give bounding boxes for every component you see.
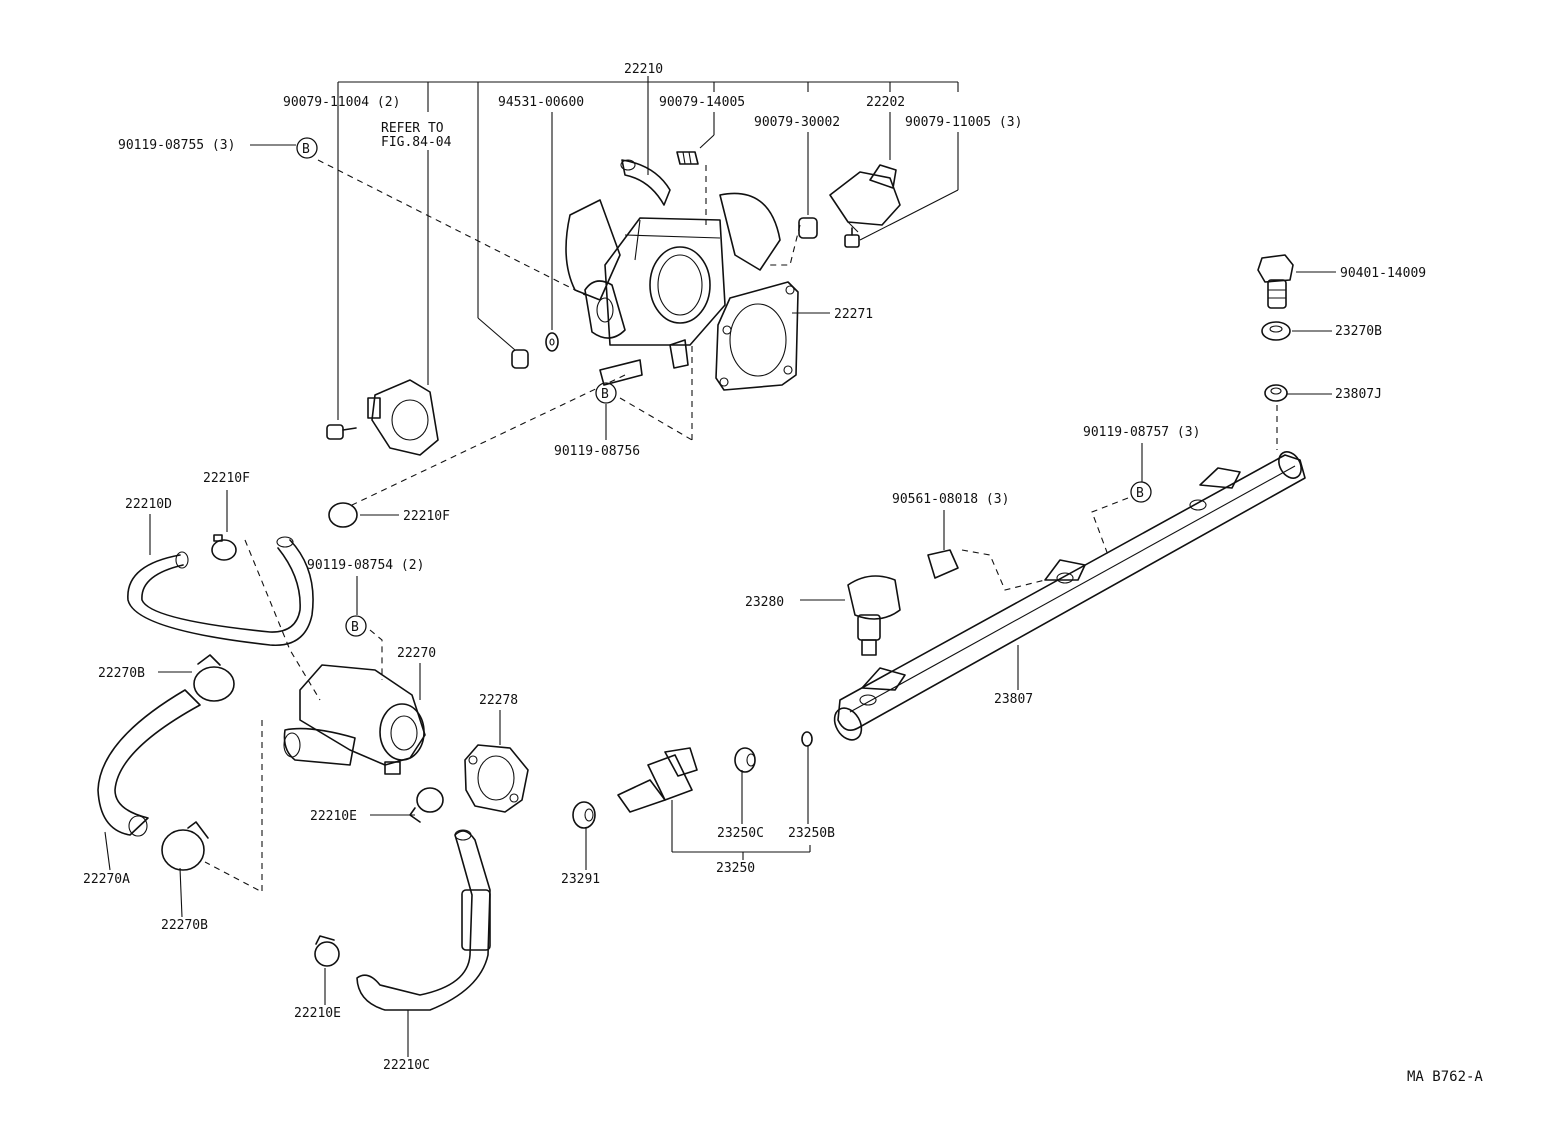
label-22210e-bottom: 22210E <box>294 1006 341 1021</box>
label-94531-00600: 94531-00600 <box>498 95 584 110</box>
grommet-23291 <box>572 801 596 829</box>
insulator-23250c <box>734 747 756 773</box>
label-22278: 22278 <box>479 693 518 708</box>
label-23807: 23807 <box>994 692 1033 707</box>
label-90119-08755: 90119-08755 (3) <box>118 138 235 153</box>
label-23280: 23280 <box>745 595 784 610</box>
label-22210d: 22210D <box>125 497 172 512</box>
label-23250b: 23250B <box>788 826 835 841</box>
label-22270: 22270 <box>397 646 436 661</box>
label-90079-11004: 90079-11004 (2) <box>283 95 400 110</box>
clip-22210f-top <box>211 534 237 561</box>
nut-90079-30002 <box>798 217 818 239</box>
pressure-regulator-23280 <box>847 575 901 656</box>
label-22210e-top: 22210E <box>310 809 357 824</box>
throttle-position-sensor-22202 <box>829 164 901 233</box>
clip-22270b-bottom <box>161 821 209 871</box>
label-22210: 22210 <box>624 62 663 77</box>
label-90079-11005: 90079-11005 (3) <box>905 115 1022 130</box>
label-refer-to: REFER TO <box>381 121 444 136</box>
label-22210c: 22210C <box>383 1058 430 1073</box>
svg-text:B: B <box>302 142 310 157</box>
hose-22270a <box>97 689 201 837</box>
washer-94531-00600 <box>545 332 559 352</box>
label-22270b-top: 22270B <box>98 666 145 681</box>
hose-22210c <box>356 829 491 1011</box>
figure-reference: MA B762-A <box>1407 1069 1483 1085</box>
label-23270b: 23270B <box>1335 324 1382 339</box>
o-ring-23250b <box>801 731 813 747</box>
nut-90079-11004 <box>511 349 529 369</box>
screw-90079-14005 <box>676 151 699 165</box>
label-22270a: 22270A <box>83 872 130 887</box>
label-22270b-bottom: 22270B <box>161 918 208 933</box>
union-bolt-90401-14009 <box>1257 254 1294 309</box>
leader-lines <box>104 112 1336 1057</box>
bubble-b-90119-08756: B <box>595 382 617 404</box>
label-22210f-right: 22210F <box>403 509 450 524</box>
svg-text:B: B <box>1136 486 1144 501</box>
label-22210f-top: 22210F <box>203 471 250 486</box>
gasket-23270b <box>1261 321 1291 341</box>
label-22202: 22202 <box>866 95 905 110</box>
label-90561-08018: 90561-08018 (3) <box>892 492 1009 507</box>
label-90079-14005: 90079-14005 <box>659 95 745 110</box>
bracket-22210 <box>337 76 959 420</box>
bubble-b-90119-08757: B <box>1130 481 1152 503</box>
svg-text:B: B <box>351 620 359 635</box>
bubble-b-90119-08754: B <box>345 615 367 637</box>
label-23250: 23250 <box>716 861 755 876</box>
label-22271: 22271 <box>834 307 873 322</box>
throttle-body-part <box>565 159 781 386</box>
label-90119-08754: 90119-08754 (2) <box>307 558 424 573</box>
svg-text:B: B <box>601 387 609 402</box>
idle-speed-control-valve-22270 <box>283 664 426 775</box>
label-23807j: 23807J <box>1335 387 1382 402</box>
hose-22210d <box>127 536 314 646</box>
label-90119-08757: 90119-08757 (3) <box>1083 425 1200 440</box>
clip-22270b-top <box>193 654 235 702</box>
bolt-90119-08755 <box>326 424 357 440</box>
actuator-refer-fig-84-04 <box>367 379 439 456</box>
fuel-injector-23250 <box>617 747 698 813</box>
fuel-delivery-pipe-23807 <box>833 451 1306 741</box>
clip-22210f-right <box>328 502 358 528</box>
label-23291: 23291 <box>561 872 600 887</box>
gasket-22278 <box>464 744 529 813</box>
gasket-23807j <box>1264 384 1288 402</box>
bolt-90079-11005 <box>844 227 860 248</box>
label-90401-14009: 90401-14009 <box>1340 266 1426 281</box>
assembly-dashed-lines <box>204 159 1278 893</box>
label-fig-84-04: FIG.84-04 <box>381 135 452 150</box>
label-23250c: 23250C <box>717 826 764 841</box>
clip-22210e-top <box>409 787 444 823</box>
label-90119-08756: 90119-08756 <box>554 444 640 459</box>
gasket-22271 <box>715 281 799 391</box>
clip-22210e-bottom <box>314 935 340 967</box>
bubble-b-90119-08755: B <box>296 137 318 159</box>
label-90079-30002: 90079-30002 <box>754 115 840 130</box>
bolt-90561-08018 <box>927 549 959 579</box>
